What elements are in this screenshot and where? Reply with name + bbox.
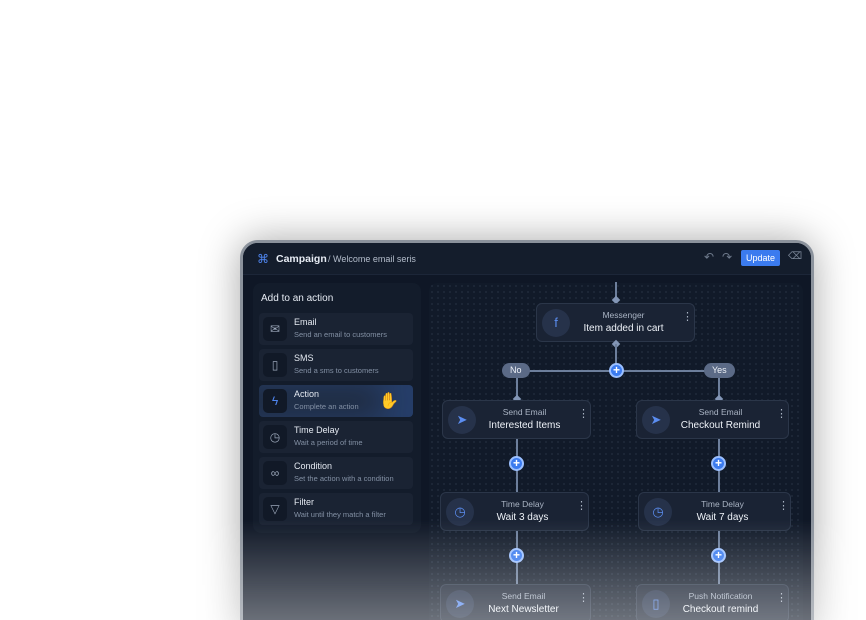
send-icon: ➤ xyxy=(448,406,476,434)
node-kind: Push Notification xyxy=(688,591,753,601)
connector xyxy=(615,282,617,302)
item-label: Filter xyxy=(294,497,314,507)
item-desc: Complete an action xyxy=(294,402,359,411)
sidebar-item-sms[interactable]: ▯ SMS Send a sms to customers xyxy=(259,349,413,381)
more-icon[interactable]: ⋮ xyxy=(682,311,693,323)
connector xyxy=(718,378,720,584)
node-value: Item added in cart xyxy=(583,323,664,334)
redo-icon[interactable]: ↷ xyxy=(722,250,733,264)
sidebar-title: Add to an action xyxy=(261,293,334,304)
node-kind: Send Email xyxy=(501,591,546,601)
clock-icon: ◷ xyxy=(446,498,474,526)
node-value: Interested Items xyxy=(488,420,561,431)
node-kind: Time Delay xyxy=(701,499,744,509)
more-icon[interactable]: ⋮ xyxy=(778,500,789,512)
link-icon: ∞ xyxy=(263,461,287,485)
branch-no-label: No xyxy=(502,363,530,378)
node-kind: Send Email xyxy=(502,407,547,417)
node-value: Next Newsletter xyxy=(488,604,559,615)
mail-icon: ✉ xyxy=(263,317,287,341)
item-desc: Send a sms to customers xyxy=(294,366,379,375)
add-step-button[interactable]: + xyxy=(711,456,726,471)
item-label: Condition xyxy=(294,461,333,471)
add-step-button[interactable]: + xyxy=(509,548,524,563)
node-value: Wait 7 days xyxy=(696,512,749,523)
add-step-button[interactable]: + xyxy=(509,456,524,471)
phone-icon: ▯ xyxy=(642,590,670,618)
more-icon[interactable]: ⋮ xyxy=(578,592,589,604)
node-kind: Send Email xyxy=(698,407,743,417)
send-icon: ➤ xyxy=(642,406,670,434)
connector xyxy=(516,378,518,584)
node-kind: Time Delay xyxy=(501,499,544,509)
item-desc: Wait a period of time xyxy=(294,438,363,447)
item-desc: Set the action with a condition xyxy=(294,474,394,483)
phone-icon: ▯ xyxy=(263,353,287,377)
add-step-button[interactable]: + xyxy=(711,548,726,563)
workflow-icon: ⌘ xyxy=(257,252,269,266)
item-desc: Send an email to customers xyxy=(294,330,387,339)
item-label: Time Delay xyxy=(294,425,340,435)
filter-icon: ▽ xyxy=(263,497,287,521)
lightning-icon: ϟ xyxy=(263,389,287,413)
grab-cursor-icon: ✋ xyxy=(379,393,399,410)
connector xyxy=(615,344,617,371)
item-desc: Wait until they match a filter xyxy=(294,510,386,519)
item-label: Action xyxy=(294,389,320,399)
node-kind: Messenger xyxy=(602,310,645,320)
clock-icon: ◷ xyxy=(644,498,672,526)
send-icon: ➤ xyxy=(446,590,474,618)
more-icon[interactable]: ⋮ xyxy=(776,408,787,420)
update-button[interactable]: Update xyxy=(741,250,781,266)
flow-canvas[interactable] xyxy=(429,283,803,620)
facebook-icon: f xyxy=(542,309,570,337)
item-label: SMS xyxy=(294,353,314,363)
more-icon[interactable]: ⋮ xyxy=(576,500,587,512)
more-icon[interactable]: ⋮ xyxy=(776,592,787,604)
add-step-button[interactable]: + xyxy=(609,363,624,378)
breadcrumb[interactable]: / Welcome email seris xyxy=(328,254,416,264)
node-value: Wait 3 days xyxy=(496,512,549,523)
node-value: Checkout Remind xyxy=(680,420,761,431)
node-value: Checkout remind xyxy=(682,604,759,615)
branch-yes-label: Yes xyxy=(704,363,735,378)
more-icon[interactable]: ⋮ xyxy=(578,408,589,420)
backspace-icon[interactable]: ⌫ xyxy=(788,251,803,262)
header: ⌘ Campaign / Welcome email seris ↶ ↷ Upd… xyxy=(243,243,811,275)
item-label: Email xyxy=(294,317,317,327)
page-title: Campaign xyxy=(276,253,327,265)
undo-icon[interactable]: ↶ xyxy=(704,250,715,264)
clock-icon: ◷ xyxy=(263,425,287,449)
